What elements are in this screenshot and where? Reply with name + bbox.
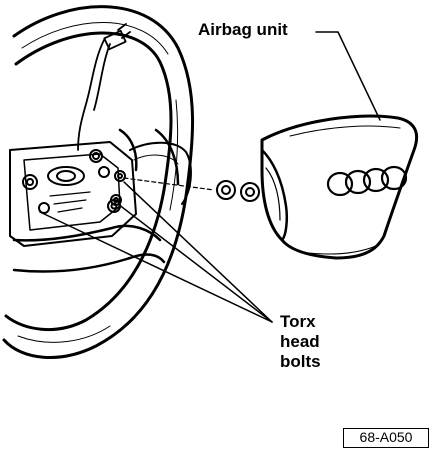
- alignment-line: [123, 177, 215, 191]
- torx-head-bolts-label: Torx head bolts: [280, 312, 370, 372]
- hub-bolts: [110, 170, 126, 206]
- airbag-unit-label: Airbag unit: [198, 20, 288, 39]
- torx-label-line-2: head: [280, 332, 320, 351]
- steering-wheel-hub: [9, 141, 192, 247]
- torx-leader-lines: [39, 181, 273, 323]
- torx-label-line-1: Torx: [280, 312, 316, 331]
- steering-wheel-spokes: [12, 128, 180, 273]
- rings-logo: [326, 165, 408, 197]
- torx-bolts-detached: [216, 180, 260, 202]
- airbag-unit-drawing: [260, 114, 419, 260]
- steering-wheel-rim: [2, 5, 195, 359]
- figure-id-box: 68-A050: [343, 428, 429, 448]
- airbag-leader-line: [315, 31, 381, 121]
- torx-label-line-3: bolts: [280, 352, 321, 371]
- wiring-harness: [77, 23, 131, 151]
